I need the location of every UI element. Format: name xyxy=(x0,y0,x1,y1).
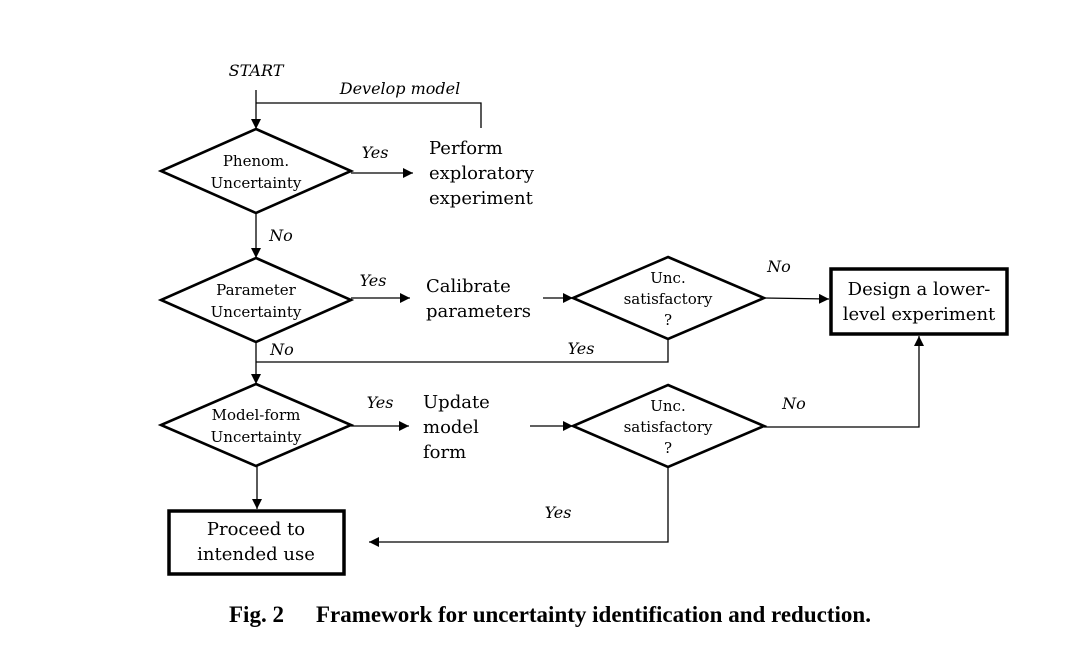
unc1-no-label: No xyxy=(766,257,791,276)
unc2-no-label: No xyxy=(781,394,806,413)
model-form-uncertainty-decision: Model-form Uncertainty xyxy=(157,382,355,468)
unc2-line-2: satisfactory xyxy=(624,418,713,436)
figure-caption: Fig. 2 Framework for uncertainty identifi… xyxy=(229,602,871,627)
proceed-to-intended-use: Proceed to intended use xyxy=(167,509,346,576)
parameter-line-1: Parameter xyxy=(216,281,296,299)
update-line-2: model xyxy=(423,417,479,438)
edge-unc2-yes xyxy=(369,467,669,547)
modelform-line-1: Model-form xyxy=(212,406,301,424)
unc1-line-1: Unc. xyxy=(650,269,685,287)
edge-unc2-no xyxy=(764,336,924,428)
unc1-line-3: ? xyxy=(664,311,672,329)
explore-line-1: Perform xyxy=(429,138,503,159)
unc-satisfactory-decision-1: Unc. satisfactory ? xyxy=(569,255,768,341)
develop-model-loop xyxy=(256,102,482,128)
unc2-yes-label: Yes xyxy=(545,503,572,522)
unc1-yes-label: Yes xyxy=(568,339,595,358)
unc-satisfactory-decision-2: Unc. satisfactory ? xyxy=(569,383,768,469)
phenom-no-label: No xyxy=(268,226,293,245)
design-line-1: Design a lower- xyxy=(848,279,991,300)
unc2-line-3: ? xyxy=(664,439,672,457)
unc2-line-1: Unc. xyxy=(650,397,685,415)
phenom-uncertainty-decision: Phenom. Uncertainty xyxy=(157,127,355,215)
calibrate-parameters: Calibrate parameters xyxy=(426,276,531,322)
parameter-yes-label: Yes xyxy=(360,271,387,290)
proceed-line-1: Proceed to xyxy=(207,519,305,540)
start-label: START xyxy=(229,61,285,80)
calibrate-line-2: parameters xyxy=(426,301,531,322)
unc1-line-2: satisfactory xyxy=(624,290,713,308)
update-line-1: Update xyxy=(423,392,490,413)
develop-model-label: Develop model xyxy=(339,79,461,98)
modelform-yes-label: Yes xyxy=(367,393,394,412)
design-lower-level-experiment: Design a lower- level experiment xyxy=(829,267,1009,336)
parameter-uncertainty-decision: Parameter Uncertainty xyxy=(157,256,355,344)
caption-text: Framework for uncertainty identification… xyxy=(316,602,871,627)
parameter-line-2: Uncertainty xyxy=(211,303,302,321)
explore-line-2: exploratory xyxy=(429,163,535,184)
edge-unc1-no xyxy=(763,293,830,304)
phenom-line-2: Uncertainty xyxy=(211,174,302,192)
phenom-yes-label: Yes xyxy=(362,143,389,162)
explore-line-3: experiment xyxy=(429,188,534,209)
design-line-2: level experiment xyxy=(843,304,996,325)
calibrate-line-1: Calibrate xyxy=(426,276,511,297)
update-line-3: form xyxy=(423,442,466,463)
phenom-line-1: Phenom. xyxy=(223,152,289,170)
update-model-form: Update model form xyxy=(423,392,490,463)
parameter-no-label: No xyxy=(269,340,294,359)
edge-unc1-yes xyxy=(256,339,669,363)
modelform-line-2: Uncertainty xyxy=(211,428,302,446)
proceed-line-2: intended use xyxy=(197,544,315,565)
caption-label: Fig. 2 xyxy=(229,602,284,627)
perform-exploratory-experiment: Perform exploratory experiment xyxy=(429,138,535,209)
